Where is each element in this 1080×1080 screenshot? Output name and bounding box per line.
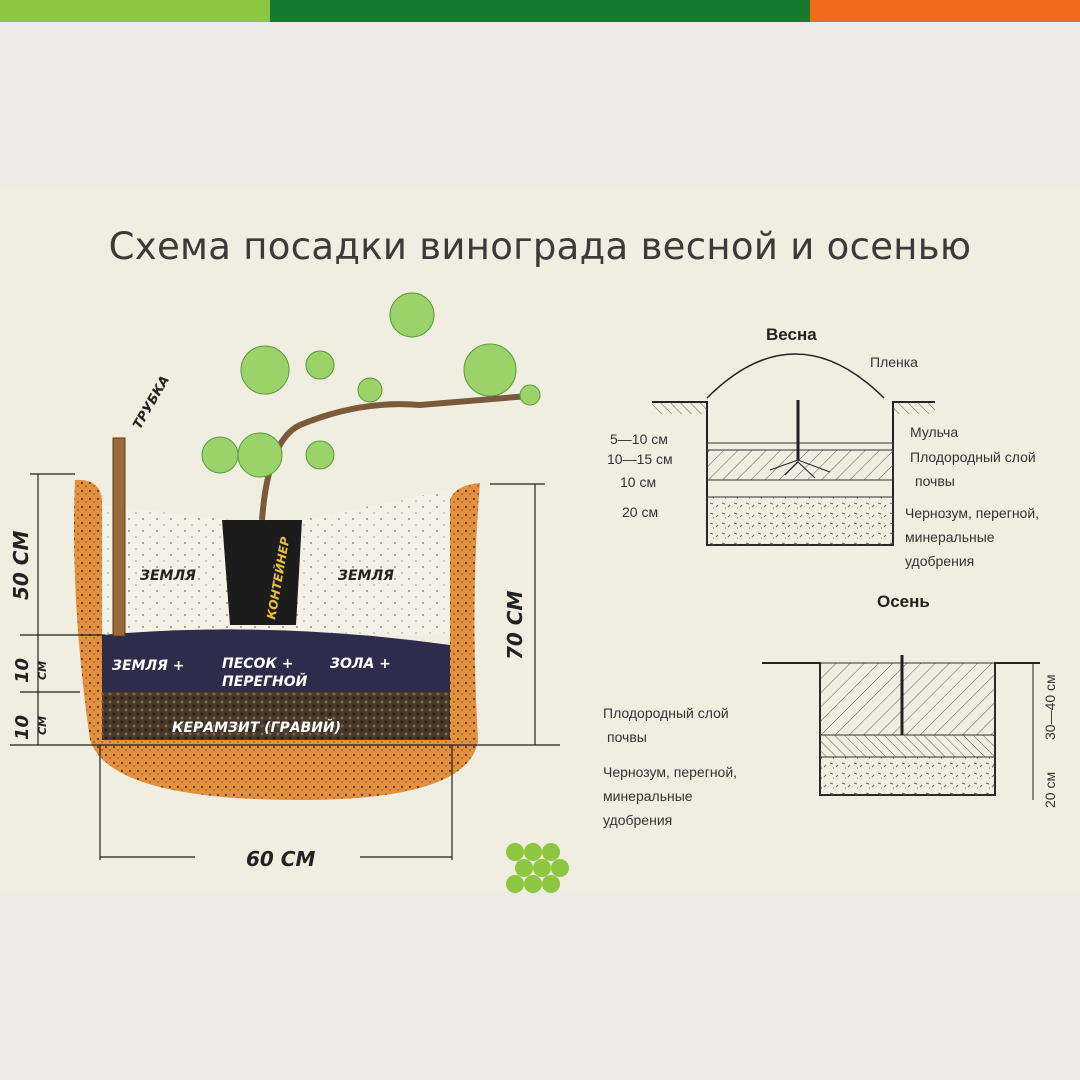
spring-fertile-label-1: Плодородный слой: [910, 449, 1036, 465]
tube-label: ТРУБКА: [130, 373, 172, 432]
mix-sand-label: ПЕСОК +: [222, 656, 294, 672]
spring-diagram: Весна Пленка Мульча Плодородный слой поч…: [607, 325, 1039, 569]
autumn-heading: Осень: [877, 592, 930, 611]
top-bar-green-light: [0, 0, 270, 22]
depth-50-label: 50 СМ: [9, 531, 33, 600]
autumn-diagram: Осень Плодородный слой почвы Чернозум, п…: [603, 592, 1058, 828]
autumn-fertile-label-2: почвы: [607, 729, 647, 745]
main-pit: ТРУБКА КОНТЕЙНЕР ЗЕМЛЯ ЗЕМЛЯ ЗЕМЛЯ + ПЕС…: [9, 292, 560, 871]
nutrient-layer: [102, 629, 450, 692]
depth-70-label: 70 СМ: [503, 591, 527, 660]
clay-soil: [74, 479, 480, 800]
dimension-lines: [10, 473, 560, 860]
spring-mix-label-3: удобрения: [905, 553, 974, 569]
spring-fertile-label-2: почвы: [915, 473, 955, 489]
width-60-label: 60 СМ: [246, 847, 315, 871]
page-title: Схема посадки винограда весной и осенью: [108, 225, 972, 268]
depth-10a-unit: СМ: [36, 661, 49, 680]
top-bar-green-dark: [270, 0, 810, 22]
spring-film-label: Пленка: [870, 354, 918, 370]
autumn-mix-label-3: удобрения: [603, 812, 672, 828]
spring-heading: Весна: [766, 325, 817, 344]
grape-logo-icon: [506, 843, 569, 893]
container: [222, 520, 302, 625]
film-arc: [706, 353, 885, 399]
spring-depth-3: 10 см: [620, 474, 656, 490]
spring-depth-1: 5—10 см: [610, 431, 668, 447]
depth-10b-unit: СМ: [36, 716, 49, 735]
spring-mix-label-2: минеральные: [905, 529, 995, 545]
autumn-mix-label-2: минеральные: [603, 788, 693, 804]
depth-10b-label: 10: [12, 715, 33, 740]
spring-mulch-label: Мульча: [910, 424, 958, 440]
spring-depth-2: 10—15 см: [607, 451, 673, 467]
tube: [112, 437, 126, 637]
mix-soil-label: ЗЕМЛЯ +: [112, 658, 184, 674]
top-bar-orange: [810, 0, 1080, 22]
autumn-depth-1: 30—40 см: [1042, 674, 1058, 740]
spring-mix-label-1: Чернозум, перегной,: [905, 505, 1039, 521]
autumn-fertile-label-1: Плодородный слой: [603, 705, 729, 721]
soil-right-label: ЗЕМЛЯ: [338, 568, 394, 584]
spring-depth-4: 20 см: [622, 504, 658, 520]
depth-10a-label: 10: [12, 658, 33, 683]
autumn-depth-2: 20 см: [1042, 772, 1058, 808]
soil-left-label: ЗЕМЛЯ: [140, 568, 196, 584]
autumn-mix-label-1: Чернозум, перегной,: [603, 764, 737, 780]
vine-leaves: [201, 292, 541, 478]
drainage-label: КЕРАМЗИТ (ГРАВИЙ): [172, 719, 341, 736]
mix-ash-label: ЗОЛА +: [330, 656, 391, 672]
gravel-layer: [102, 692, 450, 740]
mix-humus-label: ПЕРЕГНОЙ: [222, 673, 308, 690]
